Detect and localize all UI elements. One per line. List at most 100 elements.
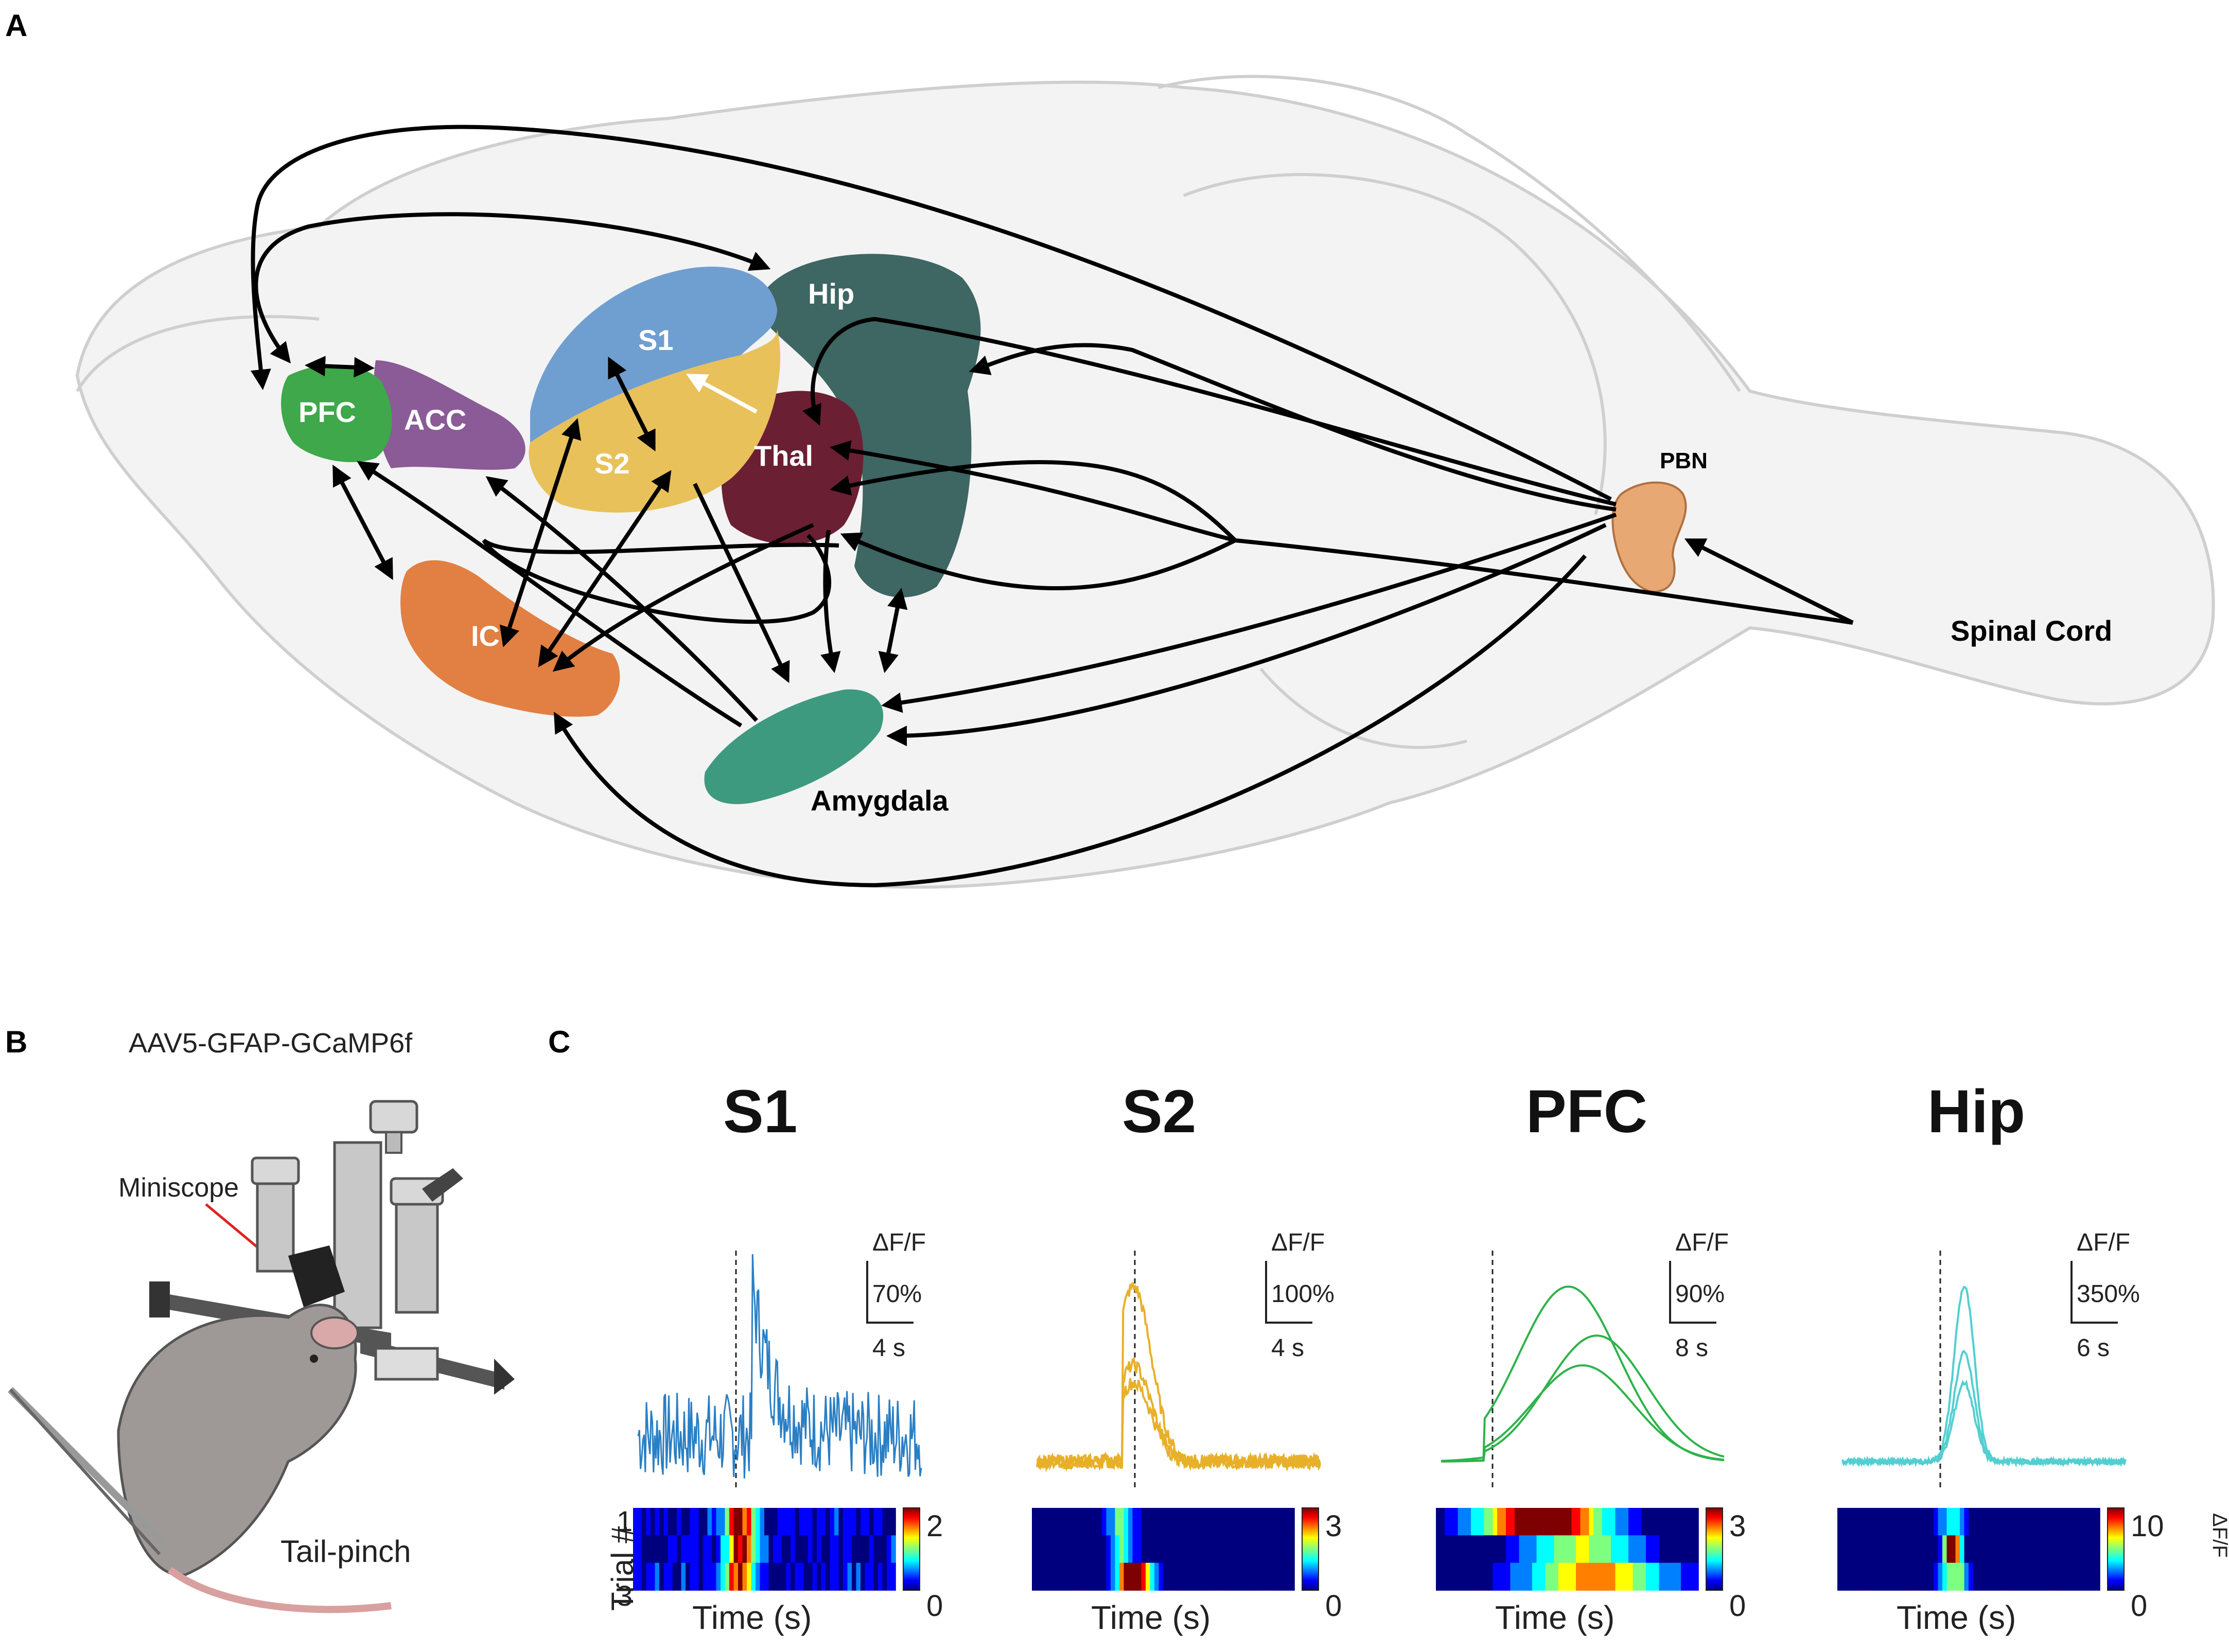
heatmap-cell	[1172, 1535, 1177, 1563]
scale-unit-label: ΔF/F	[1675, 1229, 1729, 1256]
heatmap-cell	[655, 1562, 660, 1591]
heatmap-cell	[1080, 1535, 1085, 1563]
heatmap-cell	[2069, 1535, 2074, 1563]
heatmap-cell	[1506, 1535, 1511, 1563]
heatmap-cell	[1951, 1562, 1956, 1591]
heatmap-xlabel: Time (s)	[1091, 1599, 1210, 1636]
heatmap-cell	[782, 1535, 787, 1563]
scale-bar	[1669, 1261, 1716, 1324]
heatmap-cell	[1062, 1535, 1067, 1563]
heatmap-cell	[1903, 1535, 1908, 1563]
heatmap-cell	[1207, 1562, 1212, 1591]
heatmap-cell	[1189, 1562, 1195, 1591]
heatmap-cell	[1646, 1535, 1651, 1563]
heatmap-cell	[1973, 1562, 1978, 1591]
heatmap-cell	[742, 1508, 747, 1536]
heatmap-cell	[1054, 1535, 1059, 1563]
heatmap-cell	[1990, 1535, 1995, 1563]
heatmap-cell	[1523, 1535, 1529, 1563]
colorbar-max-label: 10	[2131, 1509, 2164, 1543]
heatmap-cell	[721, 1562, 726, 1591]
heatmap-cell	[1076, 1535, 1081, 1563]
heatmap-cell	[707, 1535, 712, 1563]
heatmap-cell	[1916, 1508, 1921, 1536]
trace-s2-3	[1036, 1378, 1321, 1472]
heatmap-cell	[1137, 1535, 1142, 1563]
heatmap-cell	[1501, 1535, 1506, 1563]
heatmap-cell	[1964, 1508, 1969, 1536]
heatmap-cell	[2078, 1535, 2083, 1563]
heatmap-cell	[703, 1562, 708, 1591]
heatmap-cell	[1032, 1535, 1037, 1563]
heatmap-cell	[1471, 1535, 1476, 1563]
heatmap-cell	[1093, 1508, 1098, 1536]
heatmap-cell	[1850, 1535, 1855, 1563]
heatmap-cell	[1436, 1535, 1441, 1563]
heatmap-cell	[1576, 1562, 1581, 1591]
heatmap-cell	[1286, 1562, 1291, 1591]
heatmap-cell	[1475, 1562, 1480, 1591]
heatmap-cell	[1194, 1535, 1199, 1563]
heatmap-cell	[1497, 1562, 1502, 1591]
heatmap-cell	[1071, 1562, 1076, 1591]
heatmap-cell	[1907, 1562, 1912, 1591]
heatmap-cell	[1615, 1535, 1620, 1563]
heatmap-cell	[1506, 1562, 1511, 1591]
heatmap-cell	[2047, 1508, 2052, 1536]
colorbar	[1302, 1507, 1319, 1591]
heatmap-cell	[1655, 1535, 1660, 1563]
heatmap-cell	[1907, 1535, 1912, 1563]
heatmap-cell	[1855, 1562, 1860, 1591]
heatmap-cell	[646, 1562, 651, 1591]
heatmap-cell	[2051, 1562, 2057, 1591]
heatmap-cell	[1681, 1508, 1686, 1536]
heatmap-cell	[733, 1508, 739, 1536]
heatmap-cell	[1846, 1508, 1851, 1536]
heatmap-cell	[1960, 1535, 1965, 1563]
pbn-region	[1611, 481, 1687, 593]
heatmap-cell	[668, 1508, 673, 1536]
heatmap-cell	[1920, 1535, 1925, 1563]
heatmap-cell	[1515, 1508, 1520, 1536]
heatmap-cell	[1694, 1508, 1699, 1536]
heatmap-cell	[826, 1562, 831, 1591]
heatmap-cell	[1106, 1562, 1111, 1591]
heatmap-cell	[1041, 1535, 1046, 1563]
heatmap-cell	[1850, 1508, 1855, 1536]
heatmap-cell	[878, 1535, 883, 1563]
colorbar-min-label: 0	[926, 1589, 943, 1623]
heatmap-cell	[882, 1535, 887, 1563]
heatmap-cell	[694, 1508, 699, 1536]
colorbar-min-label: 0	[1325, 1589, 1342, 1623]
heatmap-cell	[1259, 1562, 1265, 1591]
heatmap-cell	[1532, 1562, 1537, 1591]
heatmap-cell	[760, 1562, 765, 1591]
heatmap-cell	[812, 1535, 817, 1563]
heatmap-cell	[1973, 1535, 1978, 1563]
heatmap-cell	[1041, 1508, 1046, 1536]
heatmap-cell	[1471, 1508, 1476, 1536]
heatmap-cell	[1990, 1562, 1995, 1591]
heatmap-cell	[2012, 1535, 2017, 1563]
heatmap-cell	[1955, 1508, 1960, 1536]
scale-bar	[866, 1261, 914, 1324]
heatmap-cell	[1172, 1508, 1177, 1536]
heatmap-cell	[1041, 1562, 1046, 1591]
heatmap-cell	[817, 1562, 822, 1591]
pbn-label: PBN	[1660, 448, 1708, 473]
heatmap-cell	[891, 1508, 896, 1536]
heatmap-cell	[1925, 1562, 1930, 1591]
heatmap-cell	[1076, 1508, 1081, 1536]
heatmap-cell	[1690, 1535, 1695, 1563]
heatmap-cell	[1868, 1562, 1873, 1591]
heatmap-cell	[1475, 1535, 1480, 1563]
heatmap-cell	[1606, 1535, 1611, 1563]
heatmap-cell	[1198, 1535, 1203, 1563]
heatmap-cell	[1080, 1508, 1085, 1536]
heatmap-cell	[1890, 1535, 1895, 1563]
heatmap-cell	[1084, 1535, 1090, 1563]
heatmap-cell	[1663, 1508, 1669, 1536]
heatmap-cell	[1045, 1562, 1050, 1591]
heatmap-cell	[1859, 1508, 1864, 1536]
heatmap-cell	[1907, 1508, 1912, 1536]
